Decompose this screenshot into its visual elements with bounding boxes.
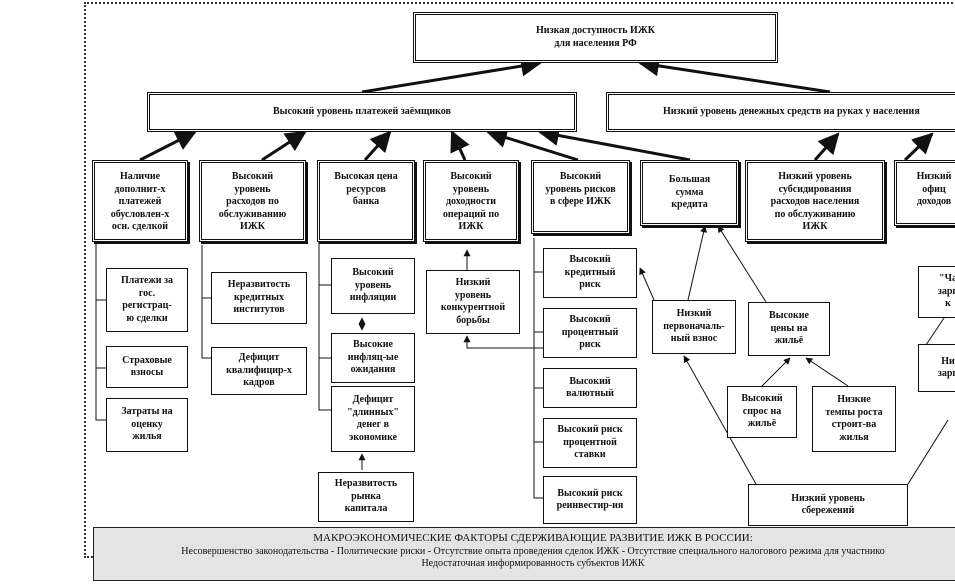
arrow-downpay-to-credit-risk [639,267,655,301]
col2-item-2: Дефицит квалифицир-х кадров [211,347,307,395]
arrow-prices-to-sum [717,225,767,303]
col1-item-1: Платежи за гос. регистрац- ю сделки [106,268,188,332]
col5-item-4: Высокий риск процентной ставки [543,418,637,468]
col1-item-2: Страховые взносы [106,346,188,388]
macro-factors-panel: МАКРОЭКОНОМИЧЕСКИЕ ФАКТОРЫ СДЕРЖИВАЮЩИЕ … [93,527,955,581]
col5-item-3: Высокий валютный [543,368,637,408]
level2-node-1: Наличие дополнит-х платежей обусловлен-х… [92,160,188,242]
right-edge-item-2: Ни зарп [918,344,955,392]
arrow-l2-4 [450,130,470,161]
arrow-l2-3 [363,130,392,161]
level1-left-node: Высокий уровень платежей заёмщиков [147,92,577,132]
housing-demand-node: Высокий спрос на жильё [727,386,797,438]
arrow-savings-to-right1 [907,419,949,485]
arrow-demand-to-prices [761,357,791,387]
arrow-l2-6 [537,125,691,162]
arrow-l2-8 [903,132,934,162]
col3-item-2: Высокие инфляц-ые ожидания [331,333,415,383]
macro-factors-line-3: Недостаточная информированность субъекто… [421,558,645,570]
level2-node-6: Большая сумма кредита [640,160,739,226]
col3-item-4: Неразвитость рынка капитала [318,472,414,522]
level2-node-8: Низкий офиц доходов [894,160,955,226]
bracket-col5 [533,238,543,499]
level1-right-node: Низкий уровень денежных средств на руках… [606,92,955,132]
top-node: Низкая доступность ИЖК для населения РФ [413,12,778,63]
arrow-l2-5 [485,127,579,162]
col5-item-2: Высокий процентный риск [543,308,637,358]
level2-node-4: Высокий уровень доходности операций по И… [423,160,519,242]
level2-node-2: Высокий уровень расходов по обслуживанию… [199,160,306,242]
col5-item-5: Высокий риск реинвестир-ия [543,476,637,524]
arrow-risks-to-competition [463,335,543,349]
col3-item-1: Высокий уровень инфляции [331,258,415,314]
col1-item-3: Затраты на оценку жилья [106,398,188,452]
arrow-l2-2 [261,130,307,162]
bracket-col2 [201,245,211,359]
arrow-savings-to-downpay [683,355,757,485]
housing-prices-node: Высокие цены на жильё [748,302,830,356]
construction-rate-node: Низкие темпы роста строит-ва жилья [812,386,896,452]
col3-item-3: Дефицит "длинных" денег в экономике [331,386,415,452]
arrow-left-to-top [361,55,543,94]
arrow-right-to-top [637,55,831,94]
bracket-col1 [95,240,106,421]
arrow-l2-7 [813,132,840,161]
down-payment-node: Низкий первоначаль- ный взнос [652,300,736,354]
arrow-construction-to-prices [805,357,849,387]
col5-item-1: Высокий кредитный риск [543,248,637,298]
level2-node-5: Высокий уровень рисков в сфере ИЖК [531,160,630,234]
level2-node-7: Низкий уровень субсидирования расходов н… [745,160,885,242]
arrow-l2-1 [139,130,197,162]
macro-factors-line-2: Несовершенство законодательства - Полити… [181,545,885,557]
level2-node-3: Высокая цена ресурсов банка [317,160,415,242]
right-edge-item-1: "Ча зарп к [918,266,955,318]
macro-factors-title: МАКРОЭКОНОМИЧЕСКИЕ ФАКТОРЫ СДЕРЖИВАЮЩИЕ … [313,532,753,544]
arrow-downpay-to-sum [687,225,708,301]
bracket-col3 [318,228,331,411]
col2-item-1: Неразвитость кредитных институтов [211,272,307,324]
col4-item-1: Низкий уровень конкурентной борьбы [426,270,520,334]
savings-node: Низкий уровень сбережений [748,484,908,526]
